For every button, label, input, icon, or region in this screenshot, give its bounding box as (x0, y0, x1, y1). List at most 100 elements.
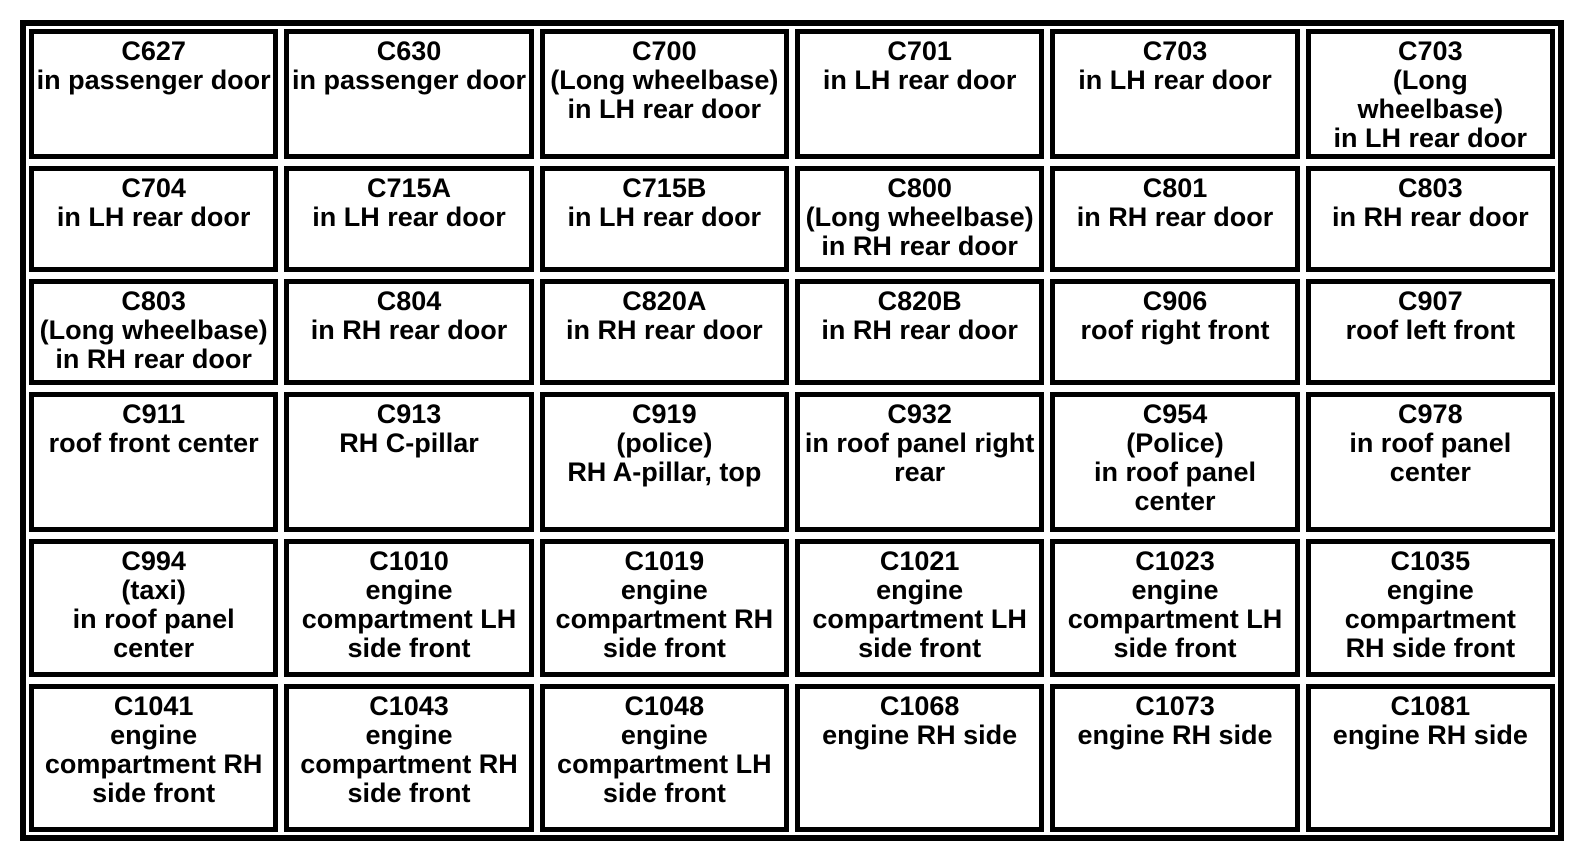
connector-code: C978 (1398, 399, 1463, 429)
connector-location: (Long wheelbase) in LH rear door (1333, 65, 1528, 153)
connector-cell-c954: C954 (Police) in roof panel center (1050, 392, 1300, 532)
connector-location: in RH rear door (1076, 202, 1274, 232)
connector-code: C804 (376, 286, 442, 316)
connector-code: C954 (1142, 399, 1208, 429)
connector-code: C1019 (624, 546, 705, 576)
connector-code: C907 (1398, 286, 1463, 316)
connector-cell-c627: C627 in passenger door (29, 29, 279, 159)
connector-cell-c700: C700 (Long wheelbase) in LH rear door (539, 29, 789, 159)
connector-code: C1043 (369, 691, 449, 721)
connector-cell-c1081: C1081 engine RH side (1305, 684, 1555, 832)
connector-location: engine compartment RH side front (1344, 575, 1516, 663)
connector-cell-c1073: C1073 engine RH side (1050, 684, 1300, 832)
connector-cell-c820b: C820B in RH rear door (794, 279, 1045, 385)
connector-code: C932 (887, 399, 952, 429)
connector-location: engine compartment RH side front (44, 720, 263, 808)
connector-cell-c1021: C1021 engine compartment LH side front (794, 539, 1045, 677)
connector-cell-c1023: C1023 engine compartment LH side front (1050, 539, 1300, 677)
connector-location: (Police) in roof panel center (1093, 428, 1256, 516)
connector-location: roof front center (48, 428, 259, 458)
connector-location: engine RH side (1077, 720, 1273, 750)
connector-location: in RH rear door (310, 315, 508, 345)
connector-cell-c703-lwb: C703 (Long wheelbase) in LH rear door (1305, 29, 1555, 159)
connector-code: C820B (877, 286, 962, 316)
connector-location: in LH rear door (567, 202, 762, 232)
connector-code: C1041 (113, 691, 194, 721)
connector-location: RH C-pillar (339, 428, 479, 458)
connector-code: C1035 (1390, 546, 1471, 576)
connector-cell-c804: C804 in RH rear door (284, 279, 534, 385)
connector-cell-c919: C919 (police) RH A-pillar, top (539, 392, 789, 532)
connector-cell-c1041: C1041 engine compartment RH side front (29, 684, 279, 832)
connector-code: C1048 (624, 691, 705, 721)
connector-code: C919 (632, 399, 697, 429)
connector-code: C1021 (879, 546, 960, 576)
connector-cell-c911: C911 roof front center (29, 392, 279, 532)
connector-code: C800 (887, 173, 952, 203)
connector-cell-c800: C800 (Long wheelbase) in RH rear door (794, 166, 1045, 272)
connector-location: in RH rear door (821, 315, 1018, 345)
connector-location: engine compartment LH side front (812, 575, 1027, 663)
connector-cell-c906: C906 roof right front (1050, 279, 1300, 385)
connector-location: in RH rear door (1332, 202, 1529, 232)
connector-location: in passenger door (36, 65, 271, 95)
connector-code: C715B (622, 173, 707, 203)
connector-code: C803 (121, 286, 186, 316)
connector-location: in roof panel center (1349, 428, 1512, 487)
connector-cell-c704: C704 in LH rear door (29, 166, 279, 272)
connector-location: (taxi) in roof panel center (72, 575, 235, 663)
connector-location: engine compartment LH side front (557, 720, 772, 808)
connector-code: C801 (1142, 173, 1208, 203)
connector-code: C627 (121, 36, 186, 66)
connector-location: roof left front (1345, 315, 1516, 345)
connector-location: in LH rear door (56, 202, 251, 232)
connector-code: C1073 (1135, 691, 1215, 721)
connector-code: C913 (376, 399, 442, 429)
connector-code: C803 (1398, 173, 1463, 203)
connector-cell-c1035: C1035 engine compartment RH side front (1305, 539, 1555, 677)
connector-cell-c1068: C1068 engine RH side (794, 684, 1045, 832)
connector-location: roof right front (1080, 315, 1270, 345)
connector-cell-c994: C994 (taxi) in roof panel center (29, 539, 279, 677)
connector-code: C820A (622, 286, 707, 316)
connector-location: in LH rear door (822, 65, 1017, 95)
connector-cell-c1043: C1043 engine compartment RH side front (284, 684, 534, 832)
connector-code: C715A (366, 173, 452, 203)
connector-cell-c715b: C715B in LH rear door (539, 166, 789, 272)
connector-location: engine compartment RH side front (555, 575, 774, 663)
connector-cell-c1048: C1048 engine compartment LH side front (539, 684, 789, 832)
connector-cell-c630: C630 in passenger door (284, 29, 534, 159)
connector-table-frame: C627 in passenger door C630 in passenger… (20, 20, 1564, 841)
connector-cell-c1010: C1010 engine compartment LH side front (284, 539, 534, 677)
connector-cell-c820a: C820A in RH rear door (539, 279, 789, 385)
connector-location: in roof panel right rear (804, 428, 1035, 487)
connector-location: (Long wheelbase) in RH rear door (805, 202, 1034, 261)
connector-code: C1023 (1135, 546, 1215, 576)
connector-code: C911 (122, 399, 186, 429)
connector-location: engine compartment RH side front (300, 720, 518, 808)
connector-code: C1010 (369, 546, 449, 576)
connector-cell-c803-lwb: C803 (Long wheelbase) in RH rear door (29, 279, 279, 385)
connector-location: engine compartment LH side front (301, 575, 517, 663)
connector-code: C994 (121, 546, 186, 576)
connector-code: C703 (1398, 36, 1463, 66)
connector-location: engine RH side (1332, 720, 1528, 750)
connector-code: C700 (632, 36, 697, 66)
connector-location: in passenger door (291, 65, 527, 95)
connector-location: engine RH side (822, 720, 1018, 750)
connector-cell-c803: C803 in RH rear door (1305, 166, 1555, 272)
connector-code: C1068 (879, 691, 960, 721)
connector-code: C906 (1142, 286, 1208, 316)
connector-location: in RH rear door (566, 315, 763, 345)
connector-code: C630 (376, 36, 442, 66)
connector-cell-c978: C978 in roof panel center (1305, 392, 1555, 532)
connector-code: C703 (1142, 36, 1208, 66)
connector-location: (police) RH A-pillar, top (567, 428, 762, 487)
connector-code: C1081 (1390, 691, 1471, 721)
connector-cell-c913: C913 RH C-pillar (284, 392, 534, 532)
connector-grid: C627 in passenger door C630 in passenger… (29, 29, 1555, 832)
connector-cell-c907: C907 roof left front (1305, 279, 1555, 385)
connector-location: in LH rear door (312, 202, 506, 232)
connector-cell-c801: C801 in RH rear door (1050, 166, 1300, 272)
connector-location: (Long wheelbase) in RH rear door (39, 315, 268, 374)
